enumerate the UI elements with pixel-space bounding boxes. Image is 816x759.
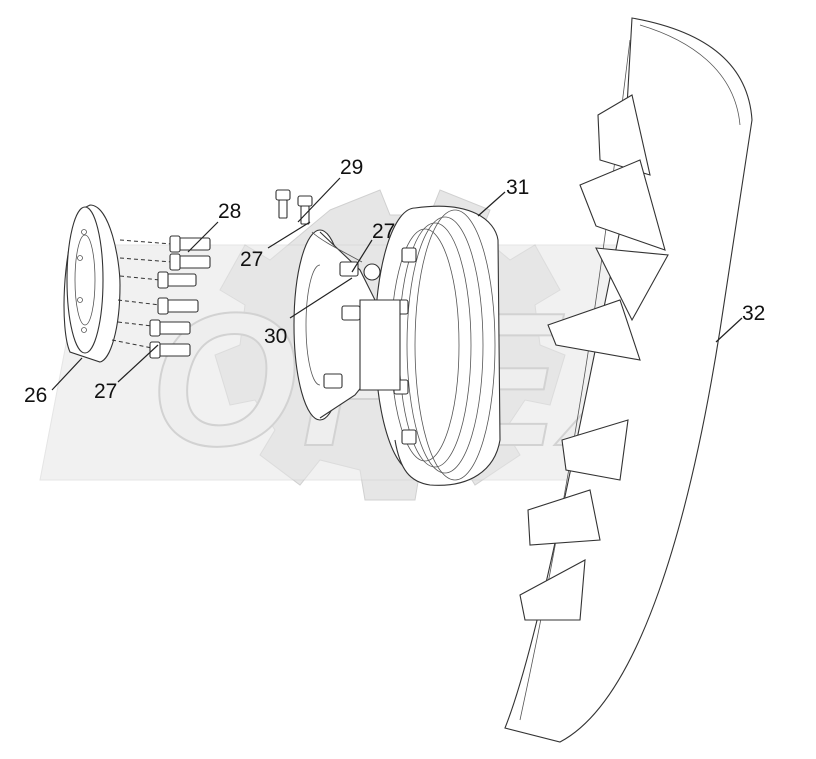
- alignment-lines: [111, 239, 173, 349]
- bolts-group-left: [149, 235, 211, 359]
- bolt: [149, 319, 191, 337]
- bolt: [169, 235, 211, 253]
- callout-27-upper-left: 27: [240, 248, 263, 271]
- callout-28: 28: [218, 200, 241, 223]
- bolt: [169, 253, 211, 271]
- bolt: [157, 297, 199, 315]
- part-26-flange: [63, 204, 121, 363]
- bolt: [157, 271, 197, 289]
- callout-27-bottom: 27: [94, 380, 117, 403]
- leader-lines: [51, 177, 743, 391]
- callout-26: 26: [24, 384, 47, 407]
- part-31-fan-clutch: [359, 205, 501, 486]
- callout-30: 30: [264, 325, 287, 348]
- part-32-fan: [504, 17, 753, 743]
- part-30-hub: [293, 229, 381, 421]
- callouts: 26 27 27 27 28 29 30 31 32: [24, 156, 765, 407]
- callout-31: 31: [506, 176, 529, 199]
- callout-29: 29: [340, 156, 363, 179]
- callout-27-upper-right: 27: [372, 220, 395, 243]
- callout-32: 32: [742, 302, 765, 325]
- bolt: [149, 341, 191, 359]
- part-29-bolts: [275, 189, 313, 225]
